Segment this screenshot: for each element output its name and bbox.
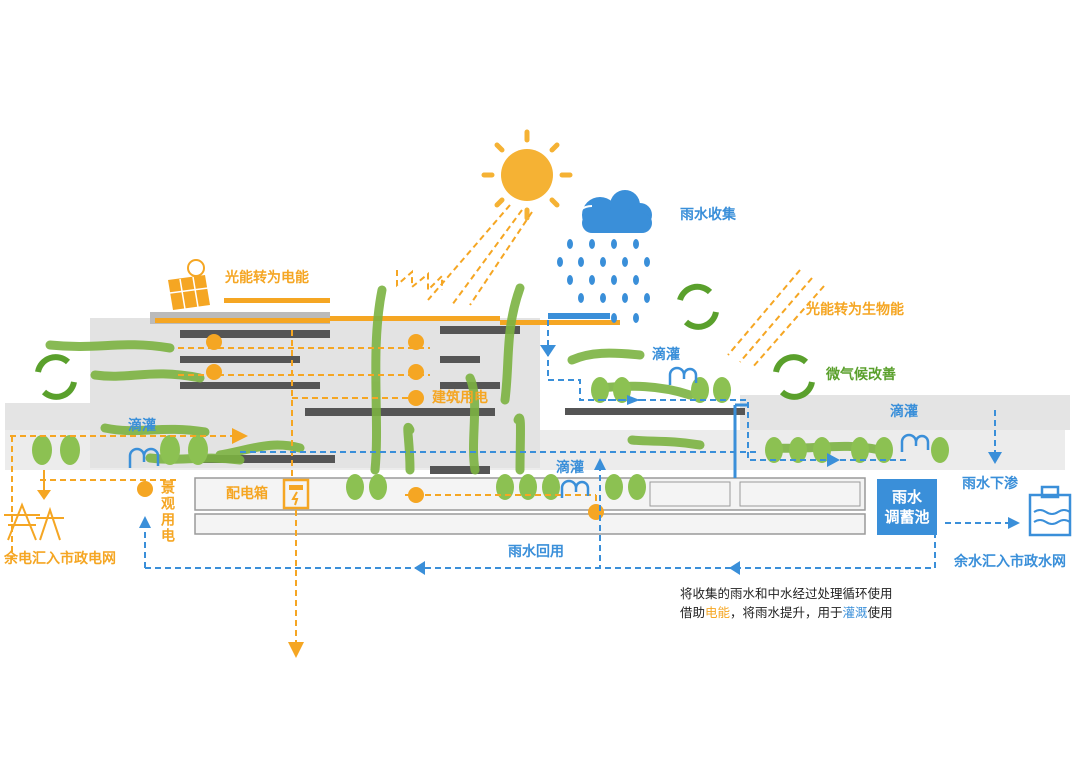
- caption-line1: 将收集的雨水和中水经过处理循环使用: [680, 586, 893, 601]
- water-lines: [144, 320, 1010, 569]
- power-tower-icon: [4, 502, 64, 541]
- sun-icon: [481, 129, 573, 221]
- trees: [32, 377, 949, 500]
- distribution-box-icon: [282, 478, 310, 510]
- label-solar-to-power: 光能转为电能: [225, 270, 309, 286]
- label-microclimate: 微气候改善: [826, 367, 896, 383]
- caption-line2: 借助电能，将雨水提升，用于灌溉使用: [680, 602, 893, 621]
- lightning-icon: [137, 334, 604, 520]
- label-rain-collect: 雨水收集: [680, 207, 736, 223]
- caption-text-e: 使用: [867, 605, 893, 620]
- rain-drops-icon: [557, 239, 650, 323]
- water-pipes: [733, 403, 748, 478]
- label-distribution-box: 配电箱: [226, 486, 268, 502]
- caption-text-c: ，将雨水提升，用于: [730, 605, 843, 620]
- caption-highlight-irrigation: 灌溉: [842, 605, 868, 620]
- water-arrows: [139, 345, 1020, 575]
- label-rain-reuse: 雨水回用: [508, 544, 564, 560]
- caption-highlight-power: 电能: [705, 605, 731, 620]
- caption-text-a: 借助: [680, 605, 706, 620]
- recycle-arrows-icon: [35, 283, 815, 400]
- label-surplus-water: 余水汇入市政水网: [954, 554, 1066, 570]
- sunlight-rays: [396, 204, 825, 369]
- label-landscape-power: 景观用电: [159, 480, 175, 544]
- orange-arrow-down: [37, 470, 51, 500]
- rain-tank: 雨水 调蓄池: [877, 479, 937, 535]
- cloud-icon: [577, 190, 652, 233]
- label-building-power: 建筑用电: [432, 390, 488, 406]
- label-drip-top: 滴灌: [652, 347, 680, 363]
- solar-panel-icon: [168, 259, 210, 310]
- water-plant-icon: [1028, 485, 1072, 537]
- rain-tank-line1: 雨水: [891, 487, 922, 506]
- label-drip-right: 滴灌: [890, 404, 918, 420]
- label-drip-left: 滴灌: [128, 418, 156, 434]
- roof-solar-strips: [155, 298, 620, 325]
- label-solar-to-bio: 光能转为生物能: [806, 302, 904, 318]
- drip-icon: [128, 366, 930, 498]
- rain-tank-line2: 调蓄池: [884, 508, 930, 526]
- label-drip-mid: 滴灌: [556, 460, 584, 476]
- label-surplus-power: 余电汇入市政电网: [4, 551, 116, 567]
- label-rain-infiltrate: 雨水下渗: [962, 476, 1018, 492]
